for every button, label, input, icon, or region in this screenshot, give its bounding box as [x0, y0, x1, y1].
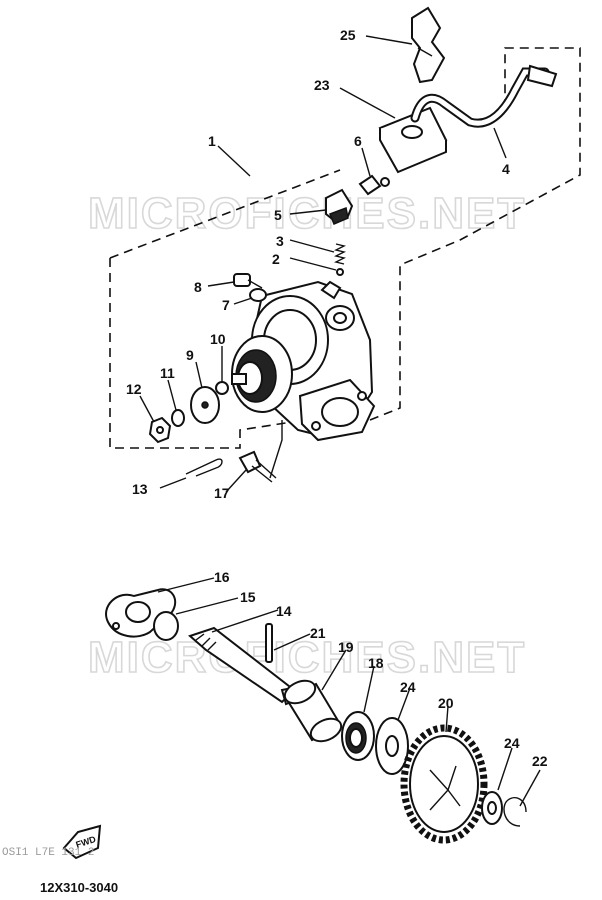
- callout-23: 23: [314, 77, 330, 93]
- callout-13: 13: [132, 481, 148, 497]
- part-check-ball: [336, 268, 344, 276]
- part-washer-24-upper: [375, 717, 409, 775]
- part-banjo-bolt: [358, 174, 390, 196]
- callout-12: 12: [126, 381, 142, 397]
- watermark-top: MICROFICHES.NET: [88, 189, 526, 238]
- part-pump-cover: [378, 106, 448, 174]
- callout-14: 14: [276, 603, 292, 619]
- callout-6: 6: [354, 133, 362, 149]
- fwd-arrow-icon: FWD: [62, 824, 102, 860]
- callout-labels: 1 2 3 4 5 6 7 8 9 10 11 12 13 14 15 16 1…: [126, 27, 548, 769]
- part-spring: [333, 243, 347, 265]
- callout-24-upper: 24: [400, 679, 416, 695]
- part-washer-10: [215, 381, 229, 395]
- callout-17: 17: [214, 485, 230, 501]
- callout-10: 10: [210, 331, 226, 347]
- callout-7: 7: [222, 297, 230, 313]
- callout-20: 20: [438, 695, 454, 711]
- part-seal-18: [341, 711, 375, 761]
- part-circlip-22: [503, 796, 527, 827]
- callout-21: 21: [310, 625, 326, 641]
- part-collar-19: [283, 679, 343, 743]
- callout-3: 3: [276, 233, 284, 249]
- part-code: 12X310-3040: [40, 880, 118, 895]
- callout-22: 22: [532, 753, 548, 769]
- part-drive-gear-20: [400, 724, 488, 844]
- leader-lines: [139, 35, 541, 807]
- callout-9: 9: [186, 347, 194, 363]
- part-screw-17: [238, 450, 277, 483]
- watermark-bottom: MICROFICHES.NET: [88, 633, 526, 682]
- callout-11: 11: [160, 365, 175, 381]
- callout-1: 1: [208, 133, 216, 149]
- part-oil-hose: [410, 64, 558, 128]
- part-pin-21: [265, 623, 273, 663]
- leader-17: [269, 420, 283, 479]
- callout-8: 8: [194, 279, 202, 295]
- callout-15: 15: [240, 589, 256, 605]
- part-plate-9: [190, 386, 220, 424]
- part-oring-15: [153, 611, 179, 641]
- callout-5: 5: [274, 207, 282, 223]
- part-cable-bracket: [411, 6, 446, 84]
- part-washer-7: [249, 288, 267, 302]
- part-nut-12: [148, 416, 172, 444]
- callout-24-lower: 24: [504, 735, 520, 751]
- callout-4: 4: [502, 161, 510, 177]
- callout-25: 25: [340, 27, 356, 43]
- callout-18: 18: [368, 655, 384, 671]
- part-clip-13: [185, 458, 223, 477]
- faint-text: OSI1 L7E 131 2: [2, 847, 94, 859]
- part-pump-pulley: [231, 335, 293, 413]
- part-washer-11: [171, 409, 185, 427]
- callout-16: 16: [214, 569, 230, 585]
- callout-2: 2: [272, 251, 280, 267]
- part-bolt-8: [233, 273, 263, 289]
- part-nozzle: [325, 188, 354, 225]
- callout-19: 19: [338, 639, 354, 655]
- part-washer-24-lower: [481, 791, 503, 825]
